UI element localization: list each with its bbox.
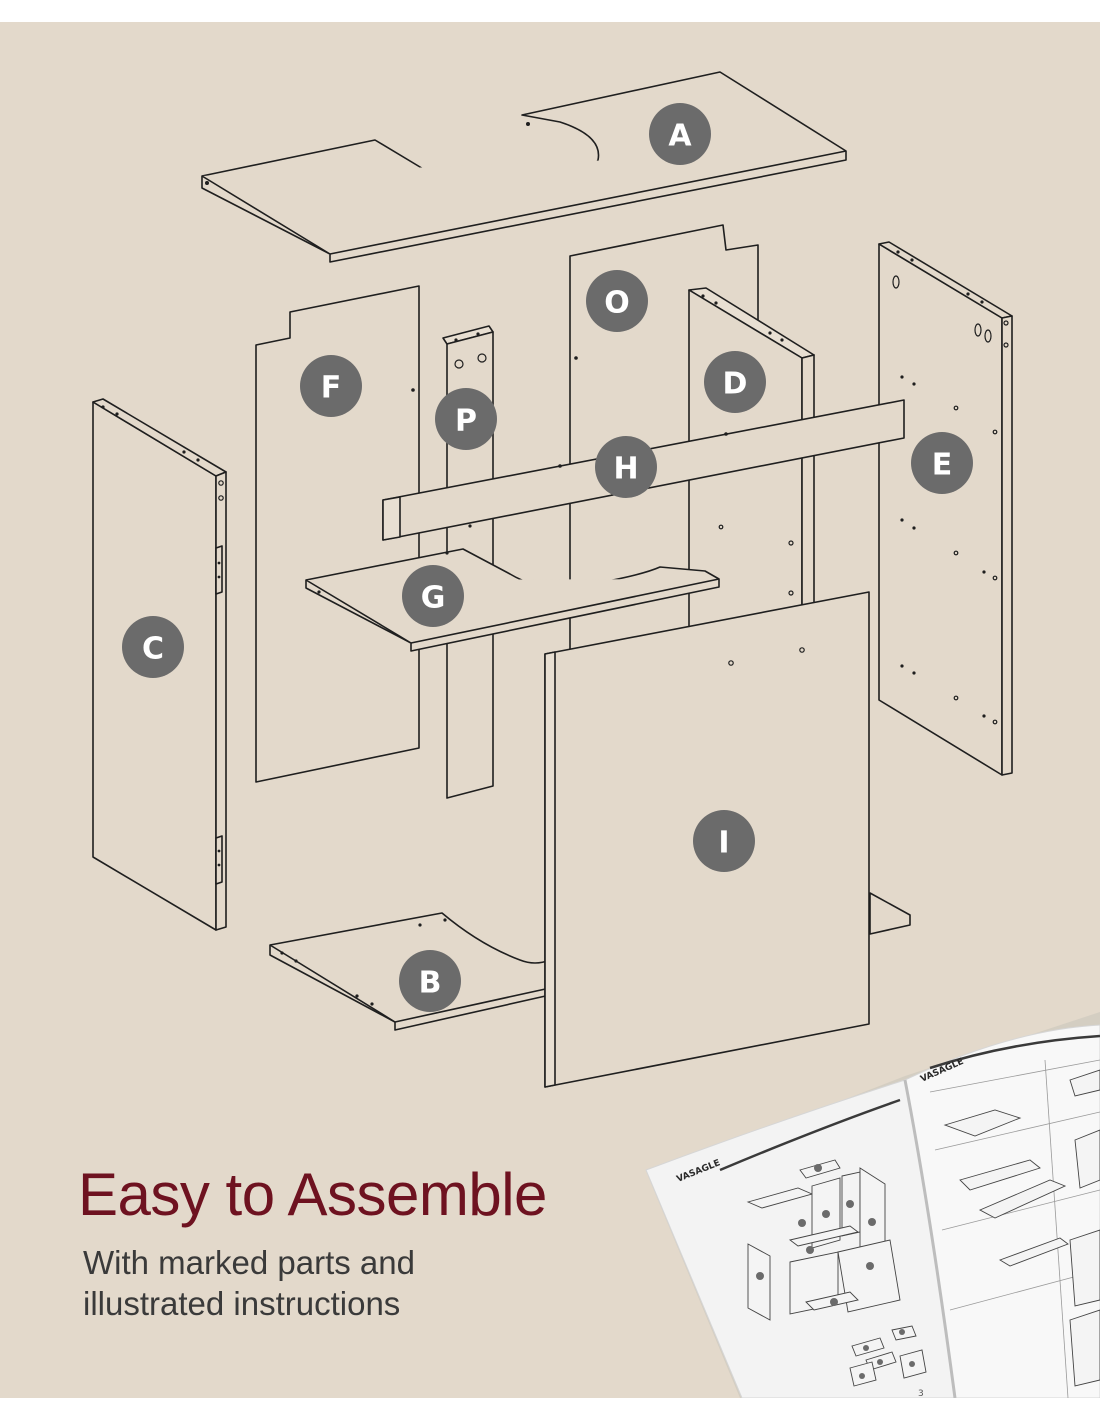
svg-text:P: P bbox=[455, 404, 477, 439]
manual-page-number: 3 bbox=[918, 1389, 924, 1398]
svg-text:H: H bbox=[613, 452, 638, 487]
manual-mini-diagram bbox=[746, 1159, 927, 1387]
badge-i: I bbox=[693, 810, 755, 872]
manual-right-page-steps bbox=[929, 1059, 1100, 1398]
panel-a bbox=[201, 71, 847, 263]
badge-f: F bbox=[300, 355, 362, 417]
svg-text:I: I bbox=[718, 826, 729, 861]
badge-a: A bbox=[649, 103, 711, 165]
svg-text:C: C bbox=[142, 632, 164, 667]
svg-text:B: B bbox=[419, 966, 442, 1001]
exploded-assembly-diagram: A O F P D H E G C I B VASAGLE VASAGLE 3 bbox=[92, 71, 1100, 1398]
svg-text:A: A bbox=[668, 119, 692, 154]
product-banner: A O F P D H E G C I B VASAGLE VASAGLE 3 bbox=[0, 22, 1100, 1398]
panel-e bbox=[878, 241, 1013, 776]
badge-h: H bbox=[595, 436, 657, 498]
panel-f bbox=[255, 285, 420, 783]
badge-o: O bbox=[586, 270, 648, 332]
badge-e: E bbox=[911, 432, 973, 494]
svg-text:F: F bbox=[321, 371, 342, 406]
subline-1: With marked parts and bbox=[83, 1244, 415, 1281]
badge-g: G bbox=[402, 565, 464, 627]
badge-b: B bbox=[399, 950, 461, 1012]
svg-text:G: G bbox=[421, 581, 446, 616]
instruction-manual: VASAGLE VASAGLE 3 bbox=[645, 1012, 1100, 1398]
badge-c: C bbox=[122, 616, 184, 678]
badge-d: D bbox=[704, 351, 766, 413]
badge-p: P bbox=[435, 388, 497, 450]
svg-text:E: E bbox=[932, 448, 953, 483]
headline: Easy to Assemble bbox=[78, 1161, 547, 1228]
subline-2: illustrated instructions bbox=[83, 1285, 401, 1322]
svg-text:O: O bbox=[604, 286, 630, 321]
svg-text:D: D bbox=[723, 367, 748, 402]
